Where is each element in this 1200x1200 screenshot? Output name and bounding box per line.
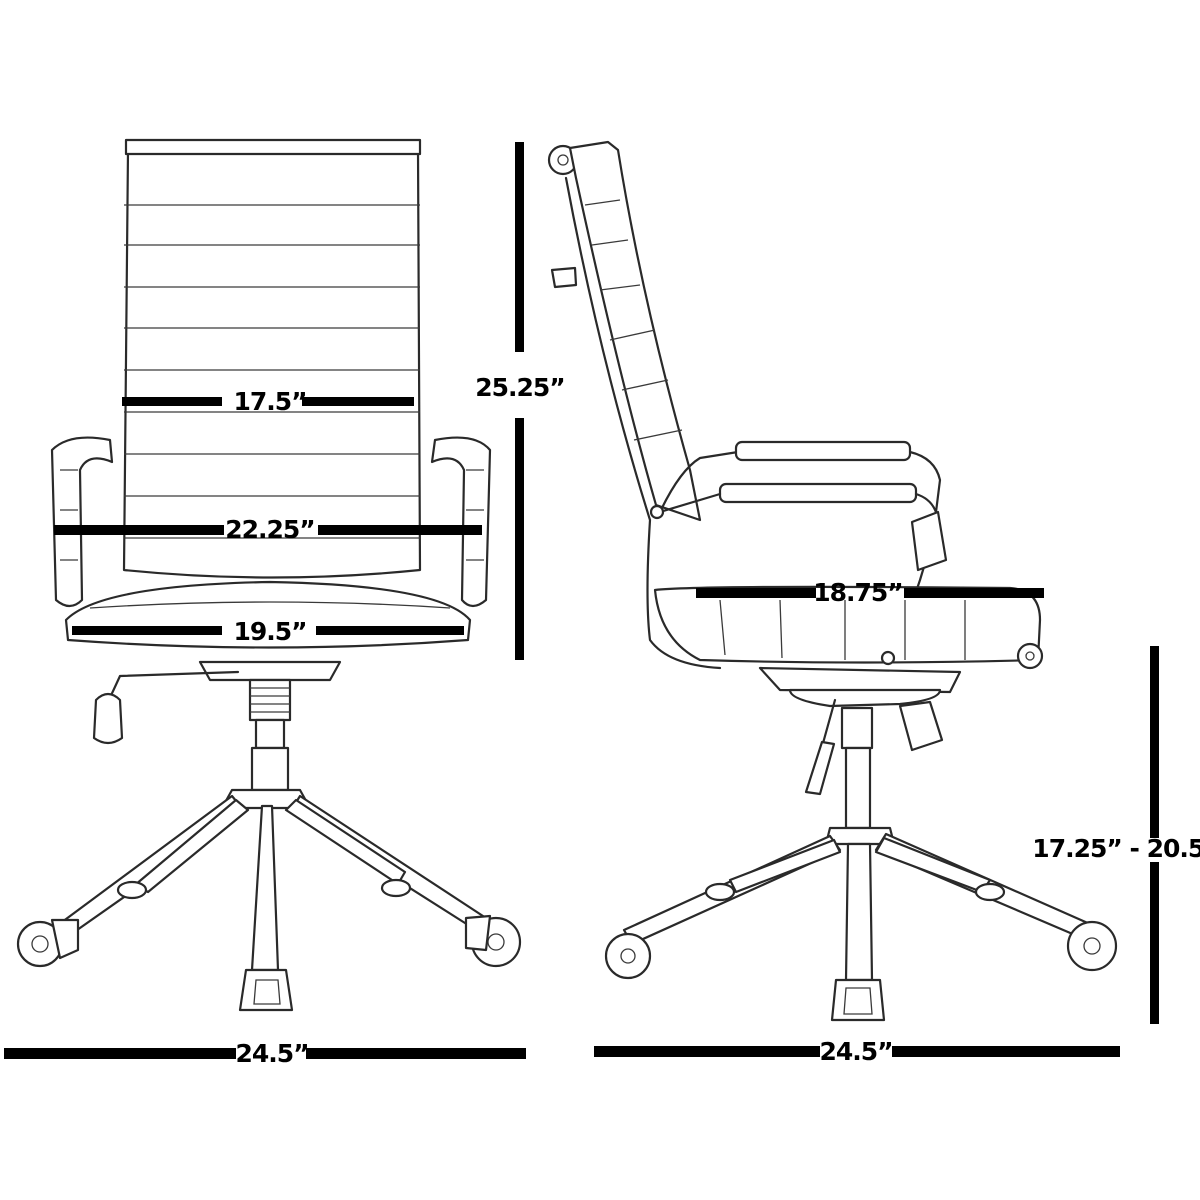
dim-seat-width-bar-left [72,626,222,635]
front-right-armrest [430,436,492,608]
dim-seat-width: 19.5” [72,617,464,646]
dim-seat-width-label: 19.5” [233,617,306,646]
dim-seat-depth-label: 18.75” [813,578,903,607]
dim-seat-depth: 18.75” [696,578,1044,607]
dim-side-base-width-bar-right [892,1046,1120,1057]
side-base [622,826,1092,982]
front-view-chair [16,138,522,1012]
dim-seat-height-bar-top [1150,646,1159,838]
dim-back-height: 25.25” [475,142,566,660]
dim-seat-height-label: 17.25” - 20.5” [1032,834,1200,863]
front-left-armrest [50,436,114,608]
side-view-chair [547,140,1118,1022]
side-seat [653,585,1044,670]
dim-seat-height: 17.25” - 20.5” [1032,646,1200,1024]
side-armrest [649,440,948,660]
dim-arm-width-bar-left [54,525,224,535]
dim-front-base-width-bar-right [306,1048,526,1059]
front-casters [16,878,522,1012]
dim-front-base-width-bar-left [4,1048,236,1059]
side-casters [604,882,1118,1022]
dim-seat-depth-bar-right [904,588,1044,598]
dim-side-base-width-label: 24.5” [819,1037,892,1066]
dim-side-base-width: 24.5” [594,1037,1120,1066]
dim-front-base-width: 24.5” [4,1039,526,1068]
dim-back-height-bar-top [515,142,524,352]
dim-seat-width-bar-right [316,626,464,635]
dim-seat-depth-bar-left [696,588,816,598]
dim-back-height-bar-bottom [515,418,524,660]
dim-seat-height-bar-bottom [1150,862,1159,1024]
dim-back-height-label: 25.25” [475,373,565,402]
dim-backrest-width-bar-right [302,397,414,406]
dim-backrest-width-bar-left [122,397,222,406]
front-backrest [122,138,422,579]
front-mechanism [92,660,342,792]
side-backrest [547,140,722,670]
dim-backrest-width: 17.5” [122,387,414,416]
dim-arm-width-label: 22.25” [225,515,315,544]
side-mechanism [758,666,962,830]
dim-arm-width: 22.25” [54,515,482,544]
dim-backrest-width-label: 17.5” [233,387,306,416]
dim-front-base-width-label: 24.5” [235,1039,308,1068]
front-base [56,788,488,972]
dim-side-base-width-bar-left [594,1046,820,1057]
dim-arm-width-bar-right [318,525,482,535]
